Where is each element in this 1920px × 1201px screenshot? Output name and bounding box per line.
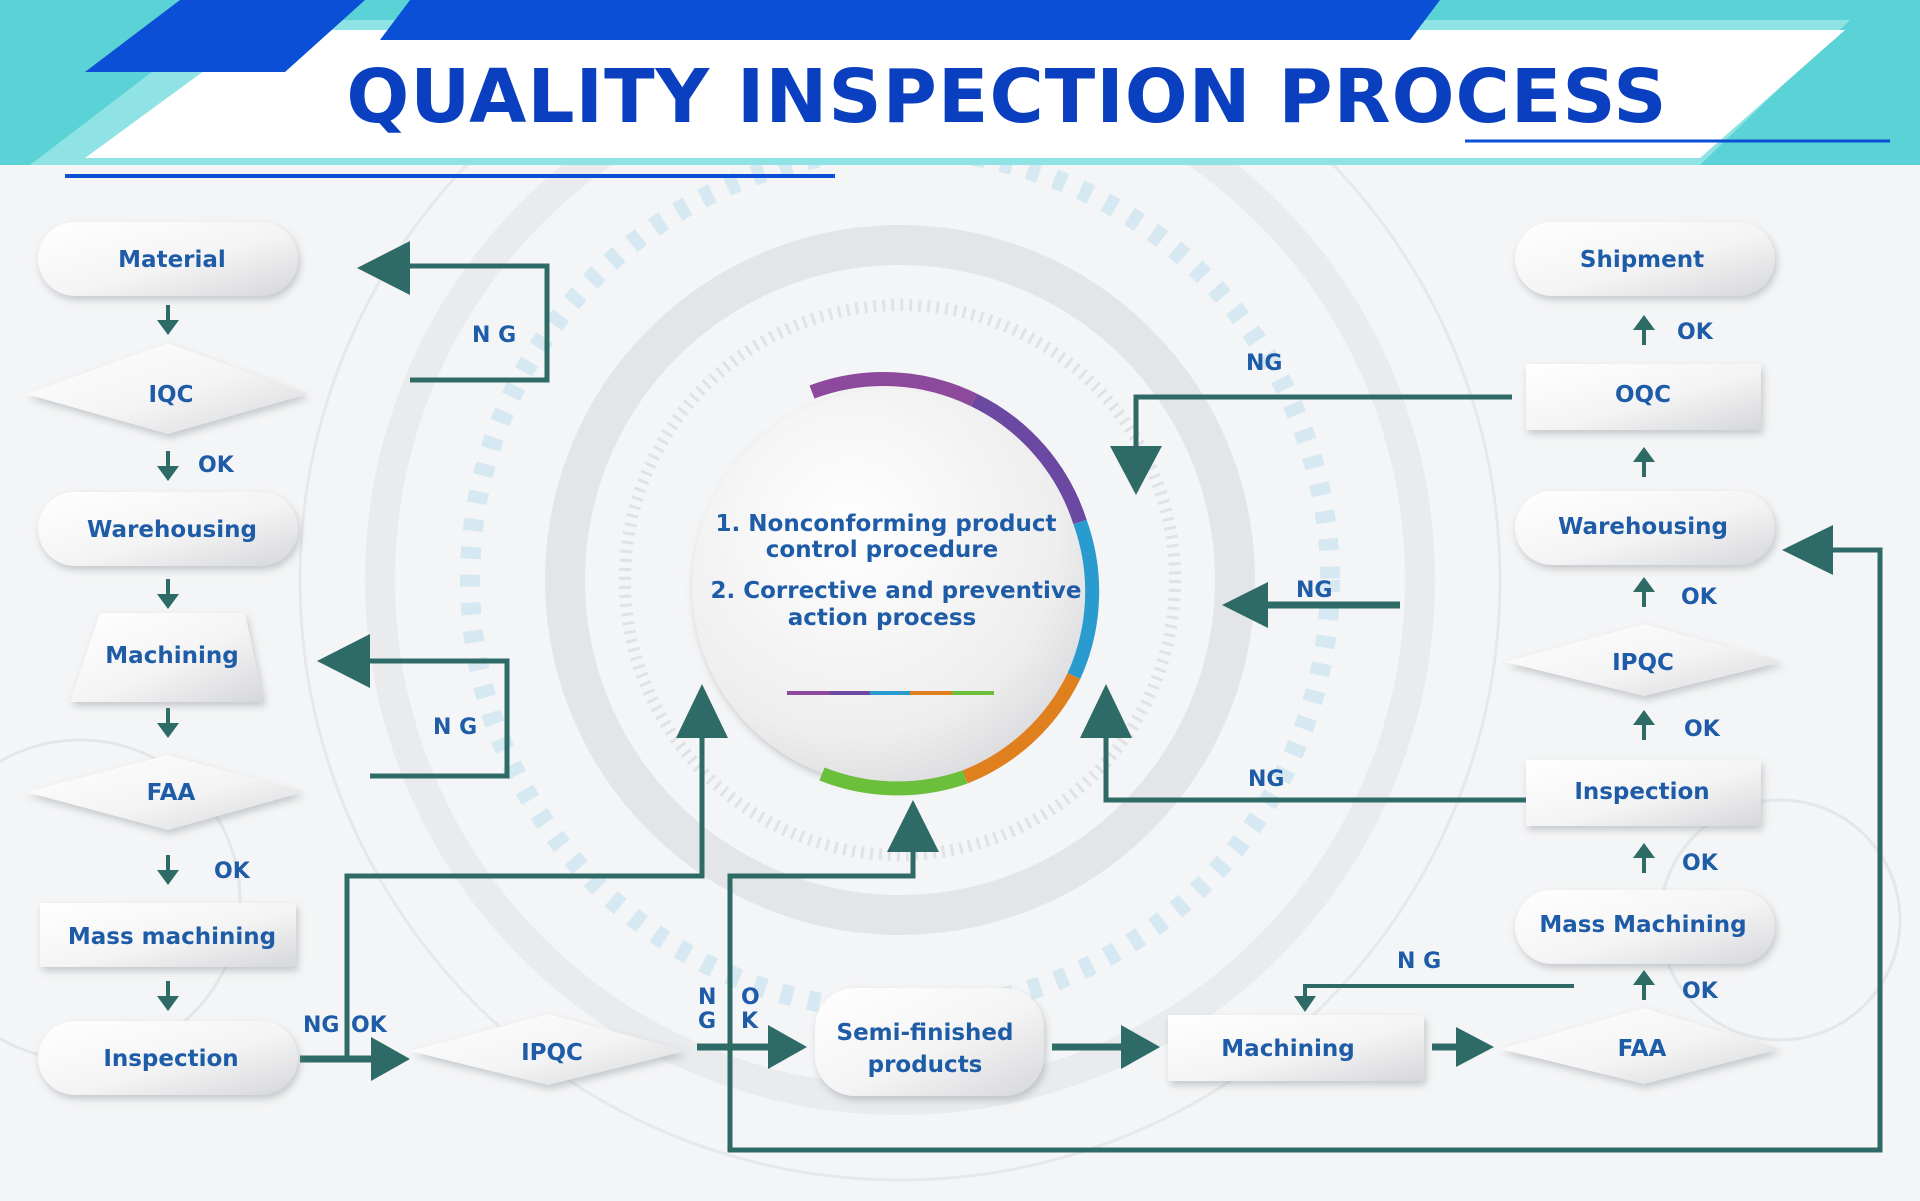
ok-label-shipment: OK	[1677, 320, 1714, 345]
left-down-arrows	[157, 305, 179, 1011]
svg-text:Warehousing: Warehousing	[1558, 514, 1728, 540]
ng-label-iqc: N G	[472, 323, 516, 348]
ok-label-warehousing: OK	[1681, 585, 1718, 610]
svg-text:Mass Machining: Mass Machining	[1539, 912, 1746, 938]
ng-label-inspection-right: NG	[1248, 767, 1284, 792]
svg-text:Semi-finished: Semi-finished	[837, 1020, 1014, 1046]
return-loop	[727, 547, 1883, 1153]
svg-text:IPQC: IPQC	[521, 1040, 583, 1066]
node-shipment: Shipment	[1515, 222, 1775, 296]
node-inspection-right: Inspection	[1526, 760, 1761, 826]
node-warehousing-right: Warehousing	[1515, 491, 1775, 565]
center-line-4: action process	[788, 605, 976, 631]
ng-label-faa-right: N G	[1397, 949, 1441, 974]
flow-labels: OK OK N G N G NG OK N G O K N G NG NG NG…	[198, 320, 1721, 1038]
node-machining-left: Machining	[70, 613, 264, 702]
svg-text:Machining: Machining	[1221, 1036, 1354, 1062]
ng-line-inspection	[344, 738, 705, 1059]
ok-label-inspection-left: OK	[351, 1013, 388, 1038]
node-oqc: OQC	[1526, 364, 1761, 430]
svg-text:Inspection: Inspection	[103, 1046, 238, 1072]
svg-text:Warehousing: Warehousing	[87, 517, 257, 543]
node-machining-bottom: Machining	[1168, 1015, 1424, 1081]
ng-label-ipqc-right: NG	[1296, 578, 1332, 603]
center-line-3: 2. Corrective and preventive	[710, 578, 1081, 604]
ng-loop-iqc	[405, 263, 550, 383]
ok-label-ipqc-v1: O	[741, 985, 760, 1010]
header-banner	[0, 0, 1920, 178]
svg-text:IPQC: IPQC	[1612, 650, 1674, 676]
ok-label-ipqc-right: OK	[1684, 717, 1721, 742]
ng-line-inspection-right	[1103, 738, 1528, 803]
center-line-2: control procedure	[766, 537, 998, 563]
ng-label-ipqc-v1: N	[698, 985, 716, 1010]
svg-text:IQC: IQC	[149, 382, 194, 408]
node-warehousing-left: Warehousing	[38, 492, 298, 566]
svg-text:products: products	[868, 1052, 983, 1078]
ok-label-inspection-right: OK	[1682, 851, 1719, 876]
ok-label-ipqc-v2: K	[741, 1009, 759, 1034]
node-inspection-left: Inspection	[38, 1021, 298, 1095]
node-material: Material	[38, 222, 298, 296]
ok-label-faa-left: OK	[214, 859, 251, 884]
ng-label-oqc: NG	[1246, 351, 1282, 376]
ng-line-oqc	[1133, 394, 1512, 446]
right-up-arrows	[1633, 315, 1655, 1000]
center-line-1: 1. Nonconforming product	[716, 511, 1057, 537]
node-faa-bottom: FAA	[1500, 1008, 1780, 1084]
svg-text:Machining: Machining	[105, 643, 238, 669]
node-ipqc-right: IPQC	[1505, 624, 1782, 696]
node-ipqc-bottom: IPQC	[410, 1014, 686, 1085]
center-ring	[692, 372, 1100, 796]
svg-text:Shipment: Shipment	[1580, 247, 1704, 273]
svg-text:FAA: FAA	[1618, 1036, 1667, 1062]
node-semi-finished: Semi-finished products	[815, 988, 1044, 1096]
ng-label-faa-left: N G	[433, 715, 477, 740]
svg-text:Inspection: Inspection	[1574, 779, 1709, 805]
node-mass-machining-left: Mass machining	[40, 903, 296, 967]
ng-label-inspection-left: NG	[303, 1013, 339, 1038]
ok-label-mass-machining: OK	[1682, 979, 1719, 1004]
node-faa-left: FAA	[26, 755, 304, 830]
connectors	[157, 241, 1883, 1153]
ng-line-ipqc	[727, 852, 916, 1047]
node-iqc: IQC	[26, 343, 308, 434]
ng-line-faa-right	[1303, 984, 1574, 998]
svg-text:OQC: OQC	[1615, 382, 1671, 408]
ok-label-iqc: OK	[198, 453, 235, 478]
svg-text:Mass machining: Mass machining	[68, 924, 276, 950]
ng-label-ipqc-v2: G	[698, 1009, 716, 1034]
ng-loop-faa	[370, 658, 510, 779]
svg-text:Material: Material	[118, 247, 226, 273]
node-mass-machining-right: Mass Machining	[1515, 890, 1775, 964]
page-title: QUALITY INSPECTION PROCESS	[346, 54, 1667, 140]
svg-text:FAA: FAA	[147, 780, 196, 806]
